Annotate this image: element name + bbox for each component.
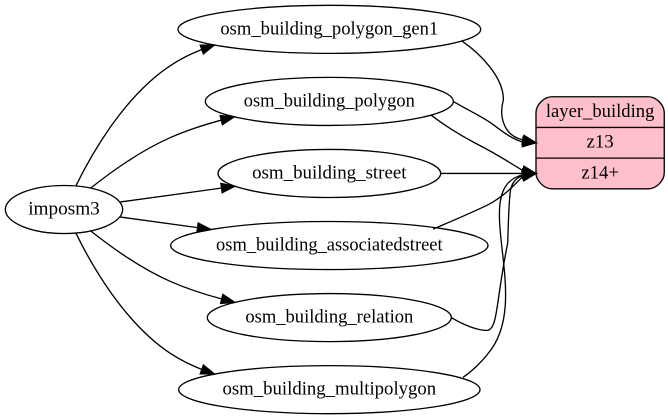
svg-text:imposm3: imposm3	[28, 198, 100, 219]
svg-text:osm_building_associatedstreet: osm_building_associatedstreet	[216, 234, 443, 255]
svg-text:layer_building: layer_building	[546, 101, 655, 122]
svg-text:osm_building_street: osm_building_street	[252, 162, 407, 183]
svg-text:z14+: z14+	[581, 162, 619, 183]
svg-text:osm_building_polygon_gen1: osm_building_polygon_gen1	[220, 18, 438, 39]
svg-text:osm_building_multipolygon: osm_building_multipolygon	[222, 379, 436, 400]
svg-text:osm_building_relation: osm_building_relation	[245, 307, 414, 328]
svg-text:osm_building_polygon: osm_building_polygon	[244, 90, 416, 111]
svg-text:z13: z13	[587, 132, 614, 153]
